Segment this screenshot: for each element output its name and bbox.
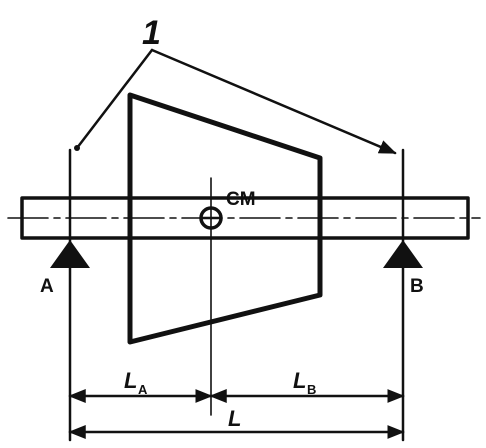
shaft: [7, 196, 481, 240]
support-a-triangle: [50, 240, 90, 268]
support-a-label: A: [40, 276, 54, 297]
svg-text:L: L: [124, 368, 137, 393]
center-of-mass-symbol: [199, 206, 223, 230]
support-b-triangle: [383, 240, 423, 268]
leader-line-right: [150, 48, 397, 155]
svg-text:L: L: [293, 368, 306, 393]
svg-text:B: B: [307, 382, 316, 397]
leader-label: 1: [142, 14, 161, 52]
leader-line-left: [75, 48, 154, 150]
dimension-l-label: L: [228, 406, 241, 431]
dimension-lb-label: L B: [293, 368, 316, 397]
svg-text:A: A: [138, 382, 148, 397]
support-b-label: B: [410, 276, 424, 297]
dimension-la-label: L A: [124, 368, 148, 397]
leader-dot: [74, 145, 80, 151]
rotor-body: [127, 92, 323, 345]
cm-label: CM: [226, 189, 256, 210]
